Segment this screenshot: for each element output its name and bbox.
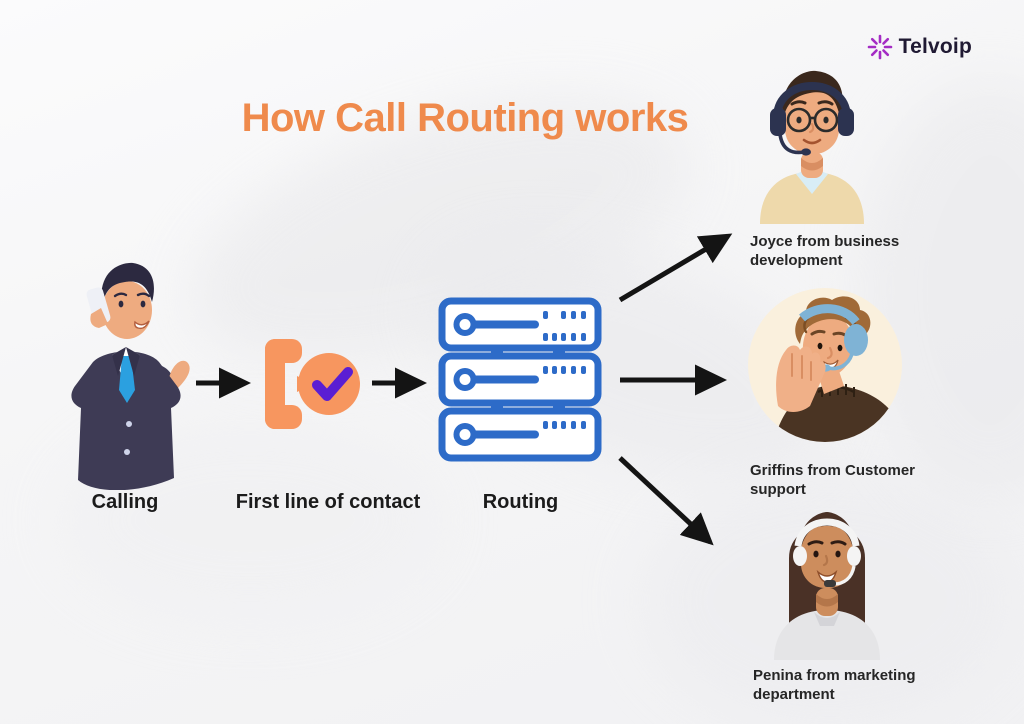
arrow-routing-to-penina — [618, 456, 714, 546]
agent-label-joyce: Joyce from business development — [750, 233, 900, 269]
step-label-routing: Routing — [482, 491, 559, 513]
server-rack-icon — [435, 296, 605, 464]
starburst-icon — [867, 34, 893, 60]
agent-label-penina: Penina from marketing department — [753, 667, 916, 703]
agent-label-griffins: Griffins from Customer support — [750, 462, 916, 498]
brand-name: Telvoip — [898, 35, 972, 58]
phone-handset-check-icon — [255, 333, 367, 435]
agent-griffins-illustration — [748, 288, 902, 442]
agent-joyce-illustration — [752, 62, 872, 224]
arrow-routing-to-joyce — [618, 233, 733, 303]
page-title: How Call Routing works — [241, 96, 689, 140]
caller-illustration — [55, 252, 195, 490]
brand-logo: Telvoip — [867, 34, 972, 60]
step-label-calling: Calling — [91, 491, 159, 513]
agent-penina-illustration — [760, 496, 894, 660]
step-label-first-line-of-contact: First line of contact — [235, 491, 421, 513]
